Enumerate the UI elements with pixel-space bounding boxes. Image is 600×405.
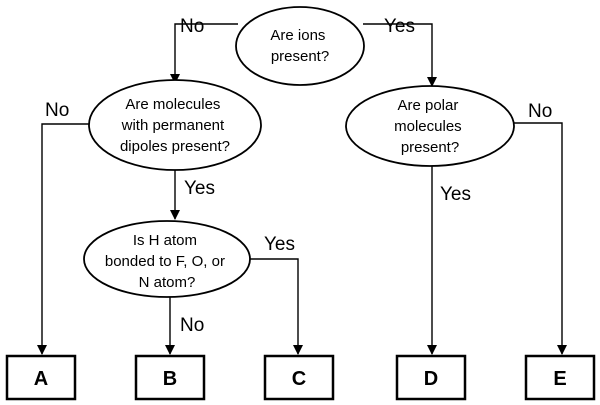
connector-ions-yes — [363, 23, 437, 87]
decision-dipoles-line-3: dipoles present? — [120, 138, 230, 155]
connector-polar-no — [505, 122, 567, 355]
edge-label-polar-no: No — [528, 101, 552, 122]
edge-label-hbond-yes: Yes — [264, 234, 295, 255]
connector-hbond-yes — [248, 258, 303, 355]
outcome-label-e: E — [553, 368, 566, 390]
decision-dipoles-line-2: with permanent — [121, 117, 225, 134]
outcome-box-d: D — [395, 354, 467, 401]
decision-dipoles-line-1: Are molecules — [125, 96, 220, 113]
decision-ions-text: Are ions present? — [270, 27, 329, 65]
decision-hbond-line-3: N atom? — [139, 274, 196, 291]
outcome-label-b: B — [163, 368, 177, 390]
decision-ions-line-2: present? — [271, 48, 329, 65]
decision-dipoles-text: Are molecules with permanent dipoles pre… — [120, 96, 230, 155]
decision-hbond-line-2: bonded to F, O, or — [105, 253, 225, 270]
decision-polar-text: Are polar molecules present? — [394, 97, 466, 156]
decision-ions-line-1: Are ions — [270, 27, 325, 44]
edge-label-dipoles-yes: Yes — [184, 178, 215, 199]
decision-hbond: Is H atom bonded to F, O, or N atom? — [83, 220, 251, 298]
outcome-box-b: B — [134, 354, 206, 401]
decision-ions: Are ions present? — [235, 6, 365, 86]
edge-label-ions-yes: Yes — [384, 16, 415, 37]
edge-label-polar-yes: Yes — [440, 184, 471, 205]
connector-ions-no — [170, 23, 238, 84]
outcome-label-c: C — [292, 368, 306, 390]
decision-hbond-line-1: Is H atom — [133, 232, 197, 249]
outcome-label-a: A — [34, 368, 48, 390]
decision-polar-line-2: molecules — [394, 118, 462, 135]
edge-label-hbond-no: No — [180, 315, 204, 336]
decision-polar: Are polar molecules present? — [345, 85, 515, 167]
connector-dipoles-no — [37, 123, 95, 355]
outcome-box-a: A — [5, 354, 77, 401]
decision-dipoles: Are molecules with permanent dipoles pre… — [88, 79, 262, 171]
edge-label-ions-no: No — [180, 16, 204, 37]
decision-hbond-text: Is H atom bonded to F, O, or N atom? — [105, 232, 229, 291]
decision-polar-line-3: present? — [401, 139, 459, 156]
outcome-box-e: E — [524, 354, 596, 401]
edge-label-dipoles-no: No — [45, 100, 69, 121]
outcome-label-d: D — [424, 368, 438, 390]
outcome-box-c: C — [263, 354, 335, 401]
decision-polar-line-1: Are polar — [397, 97, 458, 114]
